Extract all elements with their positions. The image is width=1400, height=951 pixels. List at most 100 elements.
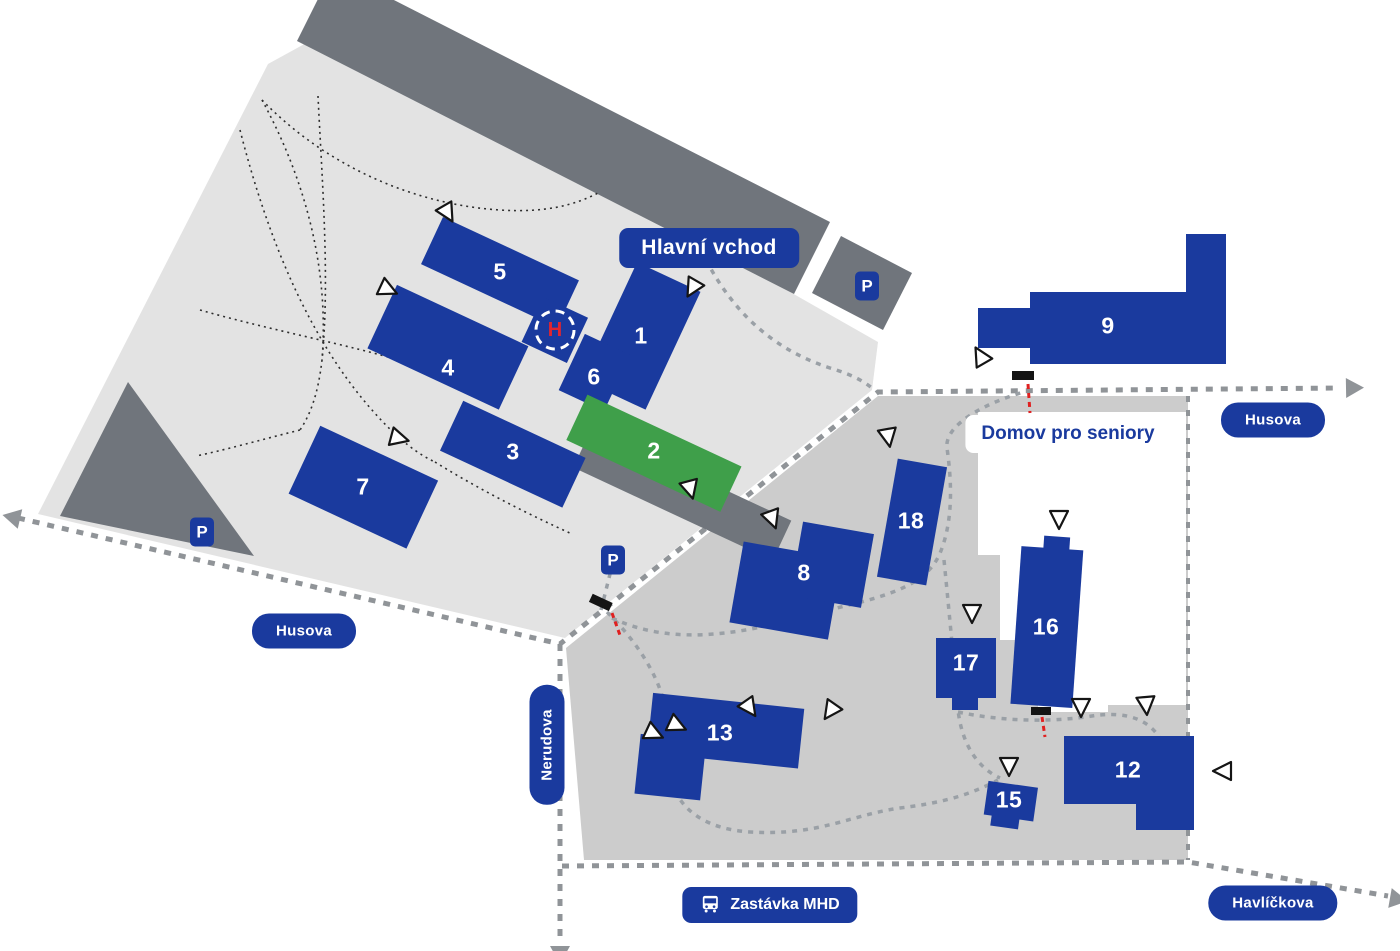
campus-path	[611, 390, 1025, 637]
building-7-shape	[288, 425, 439, 549]
park-footpaths	[195, 95, 599, 535]
entrance-arrow-icon	[961, 603, 983, 625]
gate-east-bar	[1031, 707, 1051, 715]
gate-east-barrier	[1040, 716, 1047, 738]
building-12-label: 12	[1114, 756, 1142, 783]
bus-icon	[700, 895, 720, 915]
footpath	[299, 95, 327, 431]
parking-icon: P	[601, 545, 625, 575]
entrance-arrow-icon	[736, 695, 757, 718]
building-16-shape	[1010, 535, 1084, 709]
helipad-block	[521, 296, 589, 364]
parking-icon: P	[855, 271, 879, 301]
road-arrow-southeast	[1388, 888, 1400, 908]
building-8-b	[790, 521, 874, 608]
building-13-shape	[634, 692, 805, 801]
building-3-label: 3	[506, 438, 520, 465]
gates	[588, 371, 1051, 738]
building-9-label: 9	[1101, 312, 1115, 339]
bus-stop-label: Zastávka MHD	[730, 896, 840, 913]
entrance-arrow-icon	[434, 200, 454, 223]
building-2-label: 2	[647, 437, 661, 464]
street-husova-west: Husova	[252, 613, 356, 649]
entrance-arrow-icon	[823, 698, 844, 721]
entrance-markers	[375, 200, 1233, 782]
building-7-label: 7	[356, 473, 370, 500]
parking-triangle-area	[60, 382, 254, 556]
entrance-arrow-icon	[387, 426, 410, 446]
entrance-arrow-icon	[1070, 697, 1092, 719]
entrance-arrow-icon	[678, 477, 698, 500]
building-9-wing	[978, 308, 1030, 348]
building-15-b	[990, 813, 1020, 830]
building-18-label: 18	[897, 507, 925, 534]
entrance-arrow-icon	[1048, 509, 1070, 531]
entrance-arrow-icon	[375, 276, 399, 296]
building-4-shape	[367, 284, 529, 410]
building-15-label: 15	[995, 786, 1023, 813]
gate-bar	[588, 593, 613, 612]
footpath	[261, 99, 325, 361]
building-17-tab	[952, 698, 978, 710]
building-16-b	[1043, 535, 1071, 552]
seniors-home-badge: Domov pro seniory	[965, 415, 1171, 453]
footpath	[239, 129, 436, 463]
building-9-shape	[978, 234, 1226, 364]
building-12-shape	[1064, 736, 1194, 804]
entrance-arrow-icon	[1211, 760, 1233, 782]
building-6-shape	[558, 333, 631, 412]
street-havlickova: Havlíčkova	[1208, 885, 1338, 921]
helipad-ring	[534, 309, 576, 351]
road-arrow-south	[550, 946, 570, 951]
building-9-main	[1030, 292, 1226, 364]
bus-stop-badge: Zastávka MHD	[682, 887, 858, 923]
gate-barrier	[610, 612, 623, 639]
building-2-shape	[566, 394, 742, 512]
campus-path	[605, 610, 999, 835]
entrance-arrow-icon	[686, 275, 706, 298]
building-5-label: 5	[493, 258, 507, 285]
entrance-arrow-icon	[760, 507, 780, 530]
building-9-tower	[1186, 234, 1226, 294]
building-13-b	[634, 733, 707, 801]
entrance-arrow-icon	[664, 712, 688, 732]
helipad-icon: H	[547, 319, 563, 341]
main-entrance-badge: Hlavní vchod	[619, 228, 799, 268]
building-15-a	[983, 780, 1038, 822]
footpath	[195, 429, 301, 457]
main-complex	[288, 216, 792, 561]
road-arrow-west	[2, 509, 23, 529]
building-6-label: 6	[587, 363, 601, 390]
building-18-shape	[876, 458, 948, 586]
building-16-a	[1010, 546, 1084, 709]
entrance-arrow-icon	[876, 426, 897, 448]
gate-north-bar	[1012, 371, 1034, 380]
building-4-label: 4	[441, 354, 455, 381]
campus-path	[957, 710, 1164, 743]
building-15-shape	[983, 780, 1038, 830]
entrance-arrow-icon	[1135, 695, 1156, 717]
building-3-shape	[439, 400, 586, 508]
top-road-strip	[297, 0, 830, 294]
building-12-leg	[1136, 802, 1194, 830]
entrance-arrow-icon	[974, 346, 994, 369]
building-5-shape	[421, 216, 579, 328]
buildings-layer	[288, 216, 1226, 830]
building-16-label: 16	[1032, 613, 1060, 640]
building-1-label: 1	[634, 322, 648, 349]
street-husova-east: Husova	[1221, 402, 1325, 438]
building-13-label: 13	[706, 719, 734, 746]
gate-north-barrier	[1026, 383, 1032, 414]
footpath	[261, 99, 599, 212]
road-arrow-east	[1345, 378, 1364, 398]
building-8-label: 8	[797, 559, 811, 586]
gate-southwest	[588, 593, 613, 612]
building-8-shape	[729, 521, 874, 640]
campus-path	[704, 259, 874, 390]
entrance-arrow-icon	[998, 756, 1020, 778]
street-nerudova: Nerudova	[529, 685, 565, 805]
footpath	[434, 461, 573, 535]
parking-icon: P	[190, 517, 214, 547]
